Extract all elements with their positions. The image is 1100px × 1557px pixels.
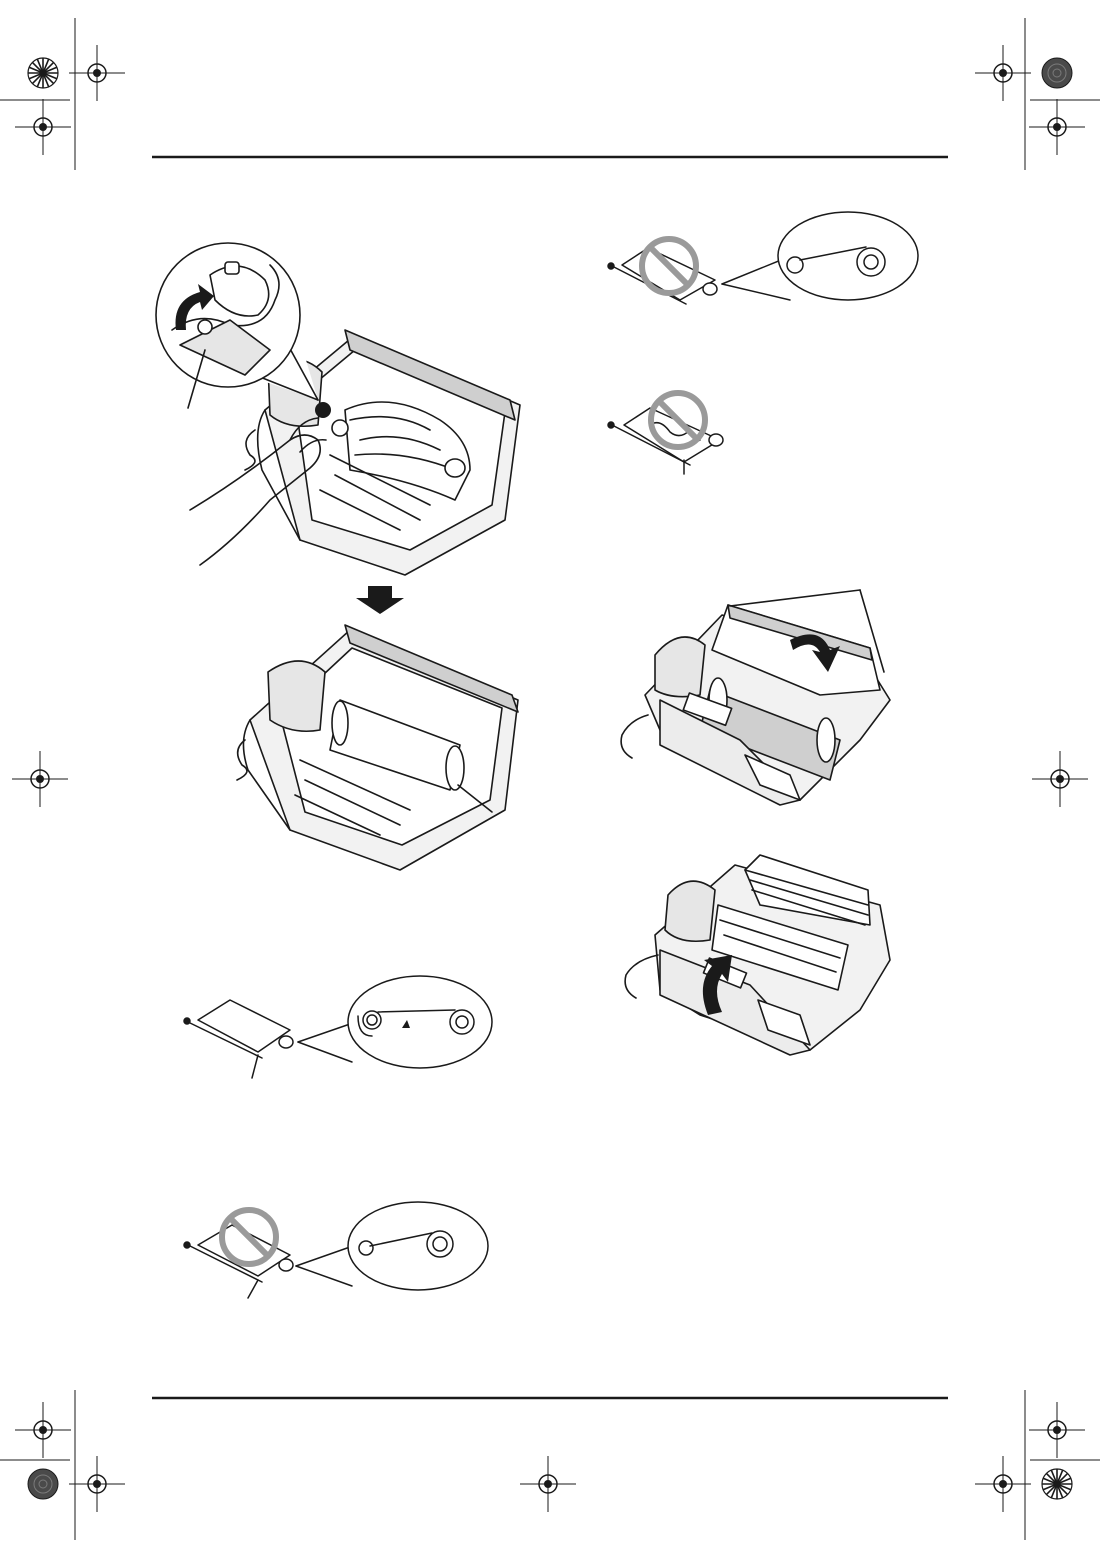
- curved-arrow-icon: [702, 955, 732, 1015]
- curved-arrow-icon: [790, 634, 840, 672]
- fax-open-turn-gear: [155, 242, 521, 576]
- tension-arrow-icon: [402, 1020, 410, 1028]
- prohibited-icon: [219, 1207, 279, 1267]
- gear-knob-icon: [197, 319, 213, 335]
- film-roll-incorrect-wrinkled: [607, 390, 724, 475]
- down-arrow-icon: [356, 586, 404, 614]
- registration-marks: [0, 18, 1100, 1540]
- film-roll-incorrect-loose: [607, 211, 919, 305]
- fax-close-front-cover: [624, 854, 891, 1056]
- film-roll-correct: [183, 975, 493, 1079]
- prohibited-icon: [648, 390, 708, 450]
- prohibited-icon: [639, 236, 699, 296]
- fax-close-back-cover: [620, 589, 891, 806]
- curved-arrow-icon: [175, 284, 214, 330]
- film-roll-incorrect-reversed: [183, 1201, 489, 1299]
- fax-open-film-taut: [236, 624, 519, 871]
